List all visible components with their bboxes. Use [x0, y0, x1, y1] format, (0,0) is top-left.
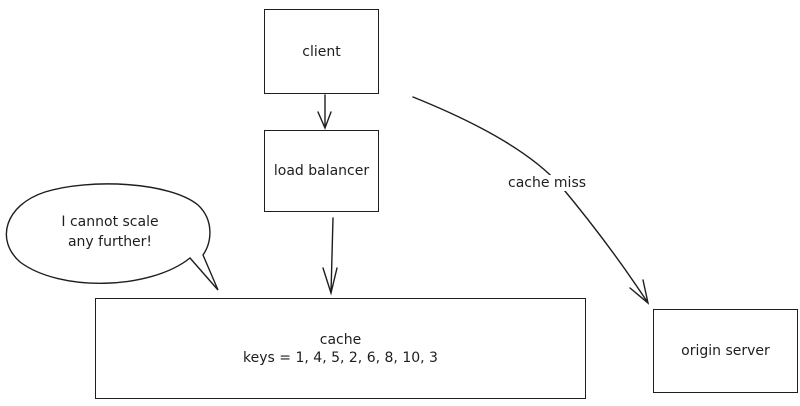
- client-node[interactable]: client: [264, 9, 379, 94]
- cache-title: cache: [319, 331, 362, 348]
- arrow-client-to-load-balancer: [317, 94, 332, 130]
- origin-server-node[interactable]: origin server: [653, 309, 798, 393]
- arrow-client-to-origin-server: [412, 96, 650, 305]
- speech-bubble-text: I cannot scale any further!: [30, 212, 190, 252]
- speech-bubble-outline: [5, 183, 219, 291]
- arrow-load-balancer-to-cache: [322, 217, 338, 296]
- speech-line-1: I cannot scale: [61, 214, 159, 230]
- load-balancer-node[interactable]: load balancer: [264, 130, 379, 212]
- origin-server-label: origin server: [681, 343, 770, 359]
- cache-miss-label: cache miss: [505, 175, 590, 191]
- speech-line-2: any further!: [67, 234, 153, 250]
- load-balancer-label: load balancer: [273, 163, 370, 179]
- cache-node[interactable]: cache keys = 1, 4, 5, 2, 6, 8, 10, 3: [95, 298, 586, 399]
- cache-keys: keys = 1, 4, 5, 2, 6, 8, 10, 3: [243, 349, 438, 366]
- client-label: client: [302, 43, 341, 60]
